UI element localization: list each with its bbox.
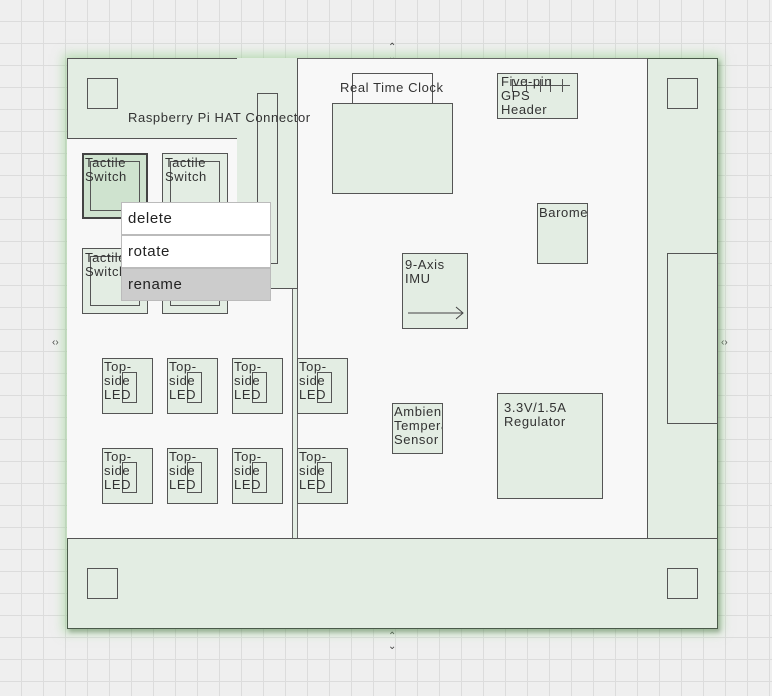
gps-pin-5 (562, 79, 563, 92)
led-label: Top- side LED (234, 359, 262, 402)
menu-item-rename[interactable]: rename (121, 268, 271, 301)
led-pad (317, 372, 332, 403)
ambient-temp-sensor[interactable]: Ambien Tempera Sensor (392, 403, 443, 454)
gps-pin-line (512, 85, 570, 86)
barometer[interactable]: Barome (537, 203, 588, 264)
gps-label: Five-pin GPS Header (501, 74, 553, 117)
led-pad (317, 462, 332, 493)
top-side-led-5[interactable]: Top- side LED (102, 448, 153, 504)
top-side-led-3[interactable]: Top- side LED (232, 358, 283, 414)
right-edge-connector (667, 253, 718, 424)
led-pad (187, 372, 202, 403)
right-strip (647, 58, 718, 539)
switch-label: Tactile Switch (85, 250, 127, 279)
led-label: Top- side LED (104, 359, 132, 402)
mounting-hole-top-left (87, 78, 118, 109)
menu-item-delete[interactable]: delete (121, 202, 271, 235)
imu-label: 9-Axis IMU (405, 257, 445, 286)
regulator-label: 3.3V/1.5A Regulator (504, 400, 567, 429)
led-label: Top- side LED (169, 449, 197, 492)
mounting-hole-top-right (667, 78, 698, 109)
gps-pin-3 (540, 79, 541, 92)
menu-item-rotate[interactable]: rotate (121, 235, 271, 268)
resize-handle-top[interactable]: ⌃⌄ (388, 42, 397, 63)
gps-pin-1 (512, 79, 513, 92)
resize-handle-bottom[interactable]: ⌃⌄ (388, 631, 397, 652)
gps-header[interactable]: Five-pin GPS Header (497, 73, 578, 119)
top-side-led-1[interactable]: Top- side LED (102, 358, 153, 414)
bottom-strip (67, 538, 718, 629)
rtc-label: Real Time Clock (340, 80, 444, 95)
resize-handle-left[interactable]: ‹› (52, 337, 59, 348)
top-side-led-2[interactable]: Top- side LED (167, 358, 218, 414)
switch-label: Tactile Switch (85, 155, 127, 184)
voltage-regulator[interactable]: 3.3V/1.5A Regulator (497, 393, 603, 499)
led-label: Top- side LED (299, 359, 327, 402)
mounting-hole-bottom-left (87, 568, 118, 599)
led-pad (122, 372, 137, 403)
hat-connector-label: Raspberry Pi HAT Connector (128, 110, 311, 125)
gps-pin-4 (550, 79, 551, 92)
led-pad (122, 462, 137, 493)
imu-9-axis[interactable]: 9-Axis IMU (402, 253, 468, 329)
resize-handle-right[interactable]: ‹› (721, 337, 728, 348)
led-pad (187, 462, 202, 493)
imu-axis-arrow-icon (408, 306, 464, 320)
led-label: Top- side LED (299, 449, 327, 492)
mounting-hole-bottom-right (667, 568, 698, 599)
top-side-led-4[interactable]: Top- side LED (297, 358, 348, 414)
top-side-led-8[interactable]: Top- side LED (297, 448, 348, 504)
barometer-label: Barome (539, 205, 588, 220)
led-pad (252, 372, 267, 403)
temp-sensor-label: Ambien Tempera Sensor (394, 404, 442, 447)
switch-inner (90, 161, 140, 211)
gps-pin-2 (526, 79, 527, 92)
led-label: Top- side LED (234, 449, 262, 492)
switch-label: Tactile Switch (165, 155, 207, 184)
real-time-clock[interactable] (332, 103, 453, 194)
top-side-led-7[interactable]: Top- side LED (232, 448, 283, 504)
led-label: Top- side LED (104, 449, 132, 492)
top-side-led-6[interactable]: Top- side LED (167, 448, 218, 504)
led-label: Top- side LED (169, 359, 197, 402)
led-pad (252, 462, 267, 493)
